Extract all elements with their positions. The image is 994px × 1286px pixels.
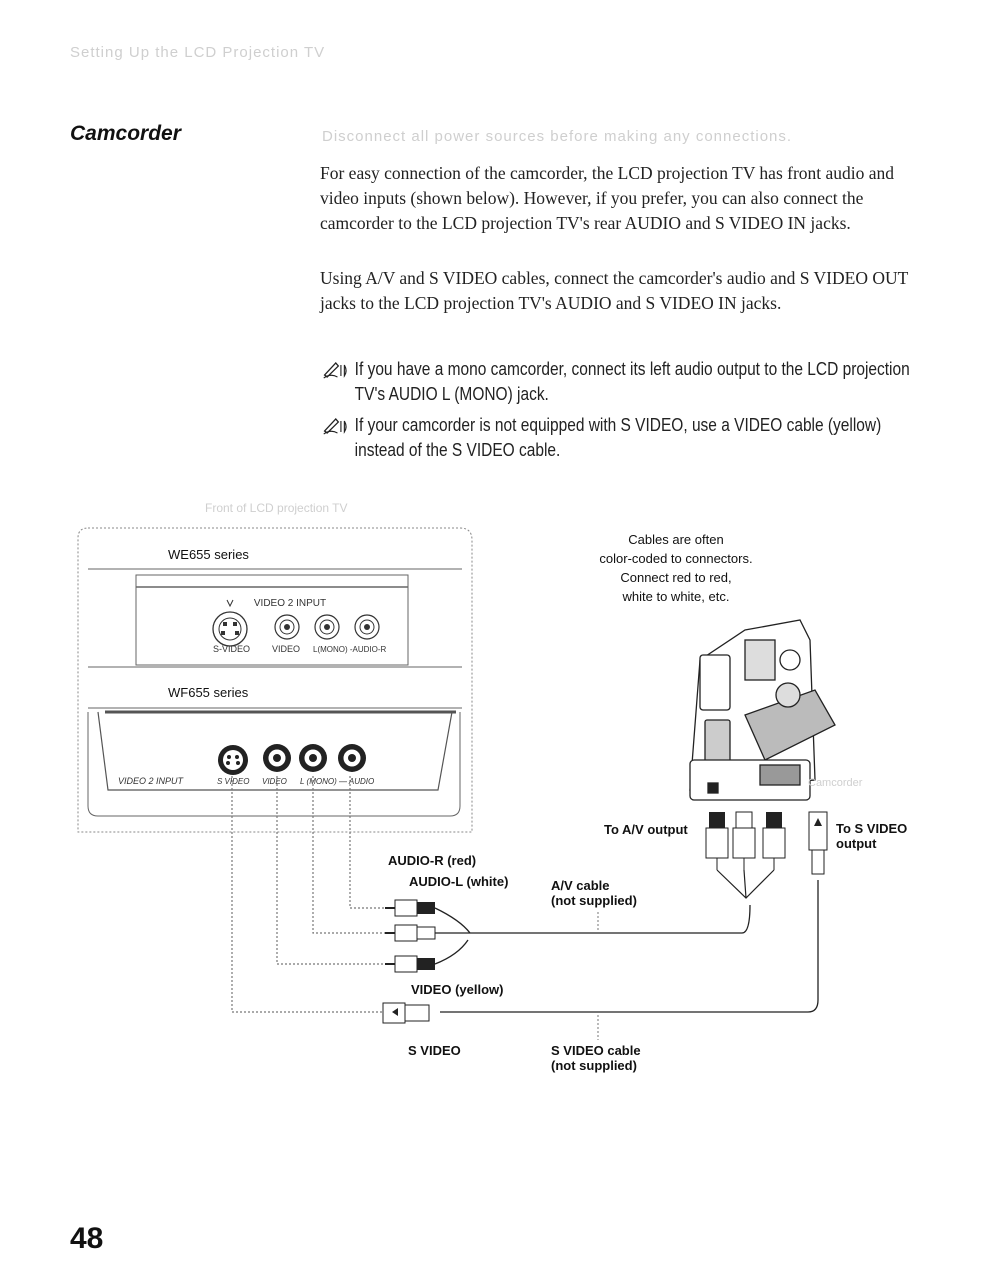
note-1-text: If you have a mono camcorder, connect it…: [354, 359, 910, 404]
audio-r-label: AUDIO-R (red): [388, 853, 476, 868]
svideo-label: S VIDEO: [408, 1043, 461, 1058]
pen-note-icon: [323, 418, 347, 435]
we-audio-label: L(MONO) -AUDIO-R: [313, 645, 387, 654]
camcorder-faint-label: Camcorder: [808, 777, 863, 789]
video-jack-icon: [274, 614, 300, 640]
wf-audio-l-jack-icon: [299, 744, 327, 772]
we655-panel: WE655 series VIDEO 2 INPUT S-VIDEO VIDEO…: [88, 547, 462, 668]
svideo-cable-label: S VIDEO cable: [551, 1043, 641, 1058]
body-paragraph-2: Using A/V and S VIDEO cables, connect th…: [320, 268, 908, 313]
wf-svideo-jack-icon: [218, 745, 248, 775]
page-number: 48: [70, 1222, 104, 1255]
to-svideo-output-label: To S VIDEO: [836, 821, 907, 836]
caution-note: Disconnect all power sources before maki…: [322, 128, 793, 145]
section-title: Camcorder: [70, 122, 181, 145]
connection-diagram: Front of LCD projection TV WE655 series …: [77, 501, 907, 1073]
note-2: If your camcorder is not equipped with S…: [322, 413, 915, 463]
av-cable-label-2: (not supplied): [551, 893, 637, 908]
we-svideo-label: S-VIDEO: [213, 644, 250, 654]
camcorder-svideo-plug-icon: [808, 811, 828, 875]
cable-runs: [231, 776, 392, 1013]
av-plug-white-icon: [385, 924, 436, 942]
svideo-plug-icon: [382, 1002, 430, 1024]
svideo-jack-icon: [212, 599, 248, 647]
wf-svideo-label: S VIDEO: [217, 777, 249, 786]
note-2-text: If your camcorder is not equipped with S…: [354, 415, 882, 460]
we655-label: WE655 series: [168, 547, 249, 562]
svg-text:color-coded to connectors.: color-coded to connectors.: [599, 551, 752, 566]
svideo-cable-end: [807, 880, 819, 1013]
wf-video-jack-icon: [263, 744, 291, 772]
wf655-label: WF655 series: [168, 685, 249, 700]
tv-front-outline: [77, 527, 473, 833]
audio-r-jack-icon: [354, 614, 380, 640]
cables-note: Cables are often color-coded to connecto…: [599, 532, 752, 604]
svideo-cable-label-2: (not supplied): [551, 1058, 637, 1073]
svg-text:white to white, etc.: white to white, etc.: [622, 589, 730, 604]
av-plug-yellow-icon: [385, 955, 435, 973]
audio-l-label: AUDIO-L (white): [409, 874, 508, 889]
video2-input-label: VIDEO 2 INPUT: [254, 598, 326, 609]
we-video-label: VIDEO: [272, 644, 300, 654]
to-av-output-label: To A/V output: [604, 822, 688, 837]
pen-note-icon: [323, 362, 347, 379]
wf655-panel: WF655 series VIDEO 2 INPUT S VIDEO VIDEO…: [87, 685, 462, 817]
wf-video-label: VIDEO: [262, 777, 287, 786]
camcorder-plug-yellow-icon: [762, 812, 786, 870]
note-1: If you have a mono camcorder, connect it…: [322, 357, 915, 407]
av-cable: [434, 904, 751, 965]
camcorder-plug-red-icon: [705, 812, 729, 870]
audio-l-jack-icon: [314, 614, 340, 640]
av-plug-red-icon: [385, 899, 435, 917]
wf-audio-label: L (MONO) — AUDIO: [300, 777, 374, 786]
camcorder-plug-white-icon: [732, 811, 756, 870]
wf-panel-label: VIDEO 2 INPUT: [118, 776, 185, 786]
camcorder-illustration: [689, 619, 836, 801]
running-header: Setting Up the LCD Projection TV: [70, 44, 326, 61]
diagram-heading: Front of LCD projection TV: [205, 501, 348, 515]
video-yellow-label: VIDEO (yellow): [411, 982, 503, 997]
to-svideo-output-label-2: output: [836, 836, 877, 851]
svg-text:Connect red to red,: Connect red to red,: [620, 570, 731, 585]
av-cable-label: A/V cable: [551, 878, 610, 893]
wf-audio-r-jack-icon: [338, 744, 366, 772]
svg-text:Cables are often: Cables are often: [628, 532, 723, 547]
body-paragraph-1: For easy connection of the camcorder, th…: [320, 163, 895, 233]
